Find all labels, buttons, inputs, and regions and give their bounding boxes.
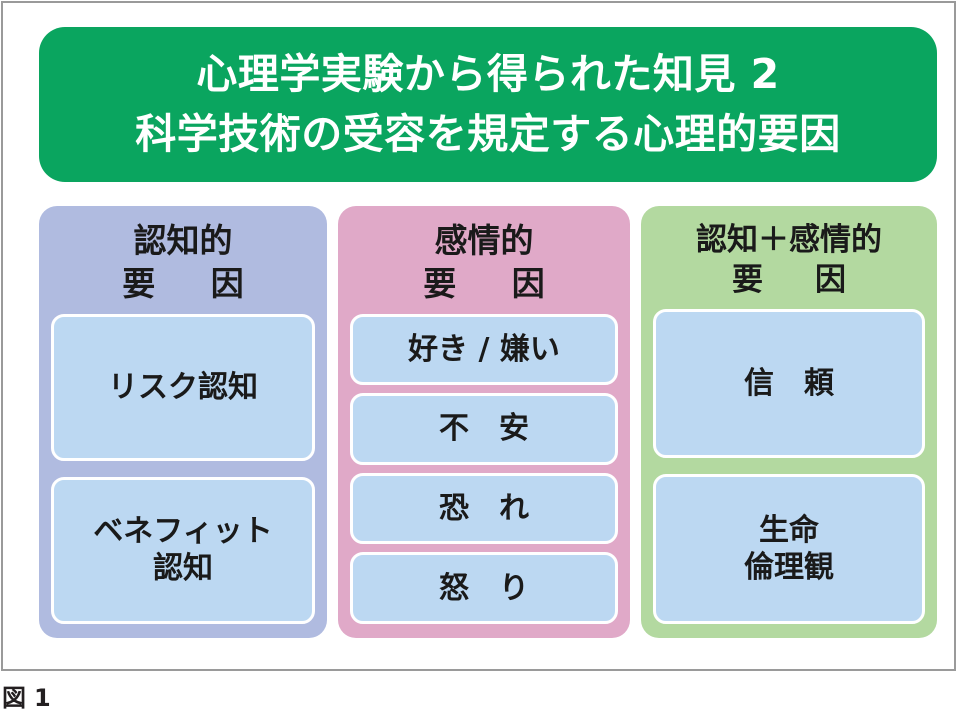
figure-frame: 心理学実験から得られた知見 2 科学技術の受容を規定する心理的要因 認知的 要 … [1,1,956,671]
item-box-anger: 怒 り [350,552,618,625]
item-box-benefit-perception: ベネフィット 認知 [51,476,315,624]
panel-affective-factors: 感情的 要 因 好き / 嫌い 不 安 恐 れ 怒 り [338,206,630,638]
item-label-like-dislike: 好き / 嫌い [408,331,560,367]
title-banner: 心理学実験から得られた知見 2 科学技術の受容を規定する心理的要因 [39,27,937,182]
panel-title-combined: 認知＋感情的 要 因 [653,220,925,301]
panel-title-affective-line2: 要 因 [423,263,556,303]
item-label-benefit-perception-line2: 認知 [153,551,213,587]
panel-title-cognitive: 認知的 要 因 [51,220,315,306]
figure-caption-label: 図 [2,684,26,712]
title-line-2: 科学技術の受容を規定する心理的要因 [135,109,841,158]
panel-title-combined-line1: 認知＋感情的 [696,222,882,258]
figure-caption-number: 1 [34,684,51,712]
panel-title-affective-line1: 感情的 [434,221,534,260]
panel-title-cognitive-line1: 認知的 [133,221,233,260]
item-label-anger: 怒 り [439,570,529,606]
item-label-anxiety: 不 安 [439,411,529,447]
item-box-risk-perception: リスク認知 [51,313,315,461]
cognitive-item-list: リスク認知 ベネフィット 認知 [51,313,315,624]
panel-title-affective: 感情的 要 因 [350,220,618,306]
affective-item-list: 好き / 嫌い 不 安 恐 れ 怒 り [350,313,618,625]
item-box-bioethics: 生命 倫理観 [653,474,925,624]
item-label-fear: 恐 れ [439,490,529,526]
item-box-fear: 恐 れ [350,472,618,545]
item-label-bioethics-line2: 倫理観 [744,550,834,586]
title-line-1: 心理学実験から得られた知見 2 [196,50,780,99]
combined-item-list: 信 頼 生命 倫理観 [653,308,925,624]
panel-title-cognitive-line2: 要 因 [122,263,255,303]
factor-columns: 認知的 要 因 リスク認知 ベネフィット 認知 [39,206,937,638]
panel-combined-factors: 認知＋感情的 要 因 信 頼 生命 倫理観 [641,206,937,638]
item-box-trust: 信 頼 [653,308,925,459]
item-label-bioethics-line1: 生命 [759,512,819,548]
panel-cognitive-factors: 認知的 要 因 リスク認知 ベネフィット 認知 [39,206,327,638]
item-box-anxiety: 不 安 [350,393,618,465]
item-label-trust: 信 頼 [744,365,834,401]
item-label-risk-perception: リスク認知 [108,369,258,405]
panel-title-combined-line2: 要 因 [731,262,857,299]
item-box-like-dislike: 好き / 嫌い [350,313,618,386]
item-label-benefit-perception-line1: ベネフィット [93,513,273,549]
